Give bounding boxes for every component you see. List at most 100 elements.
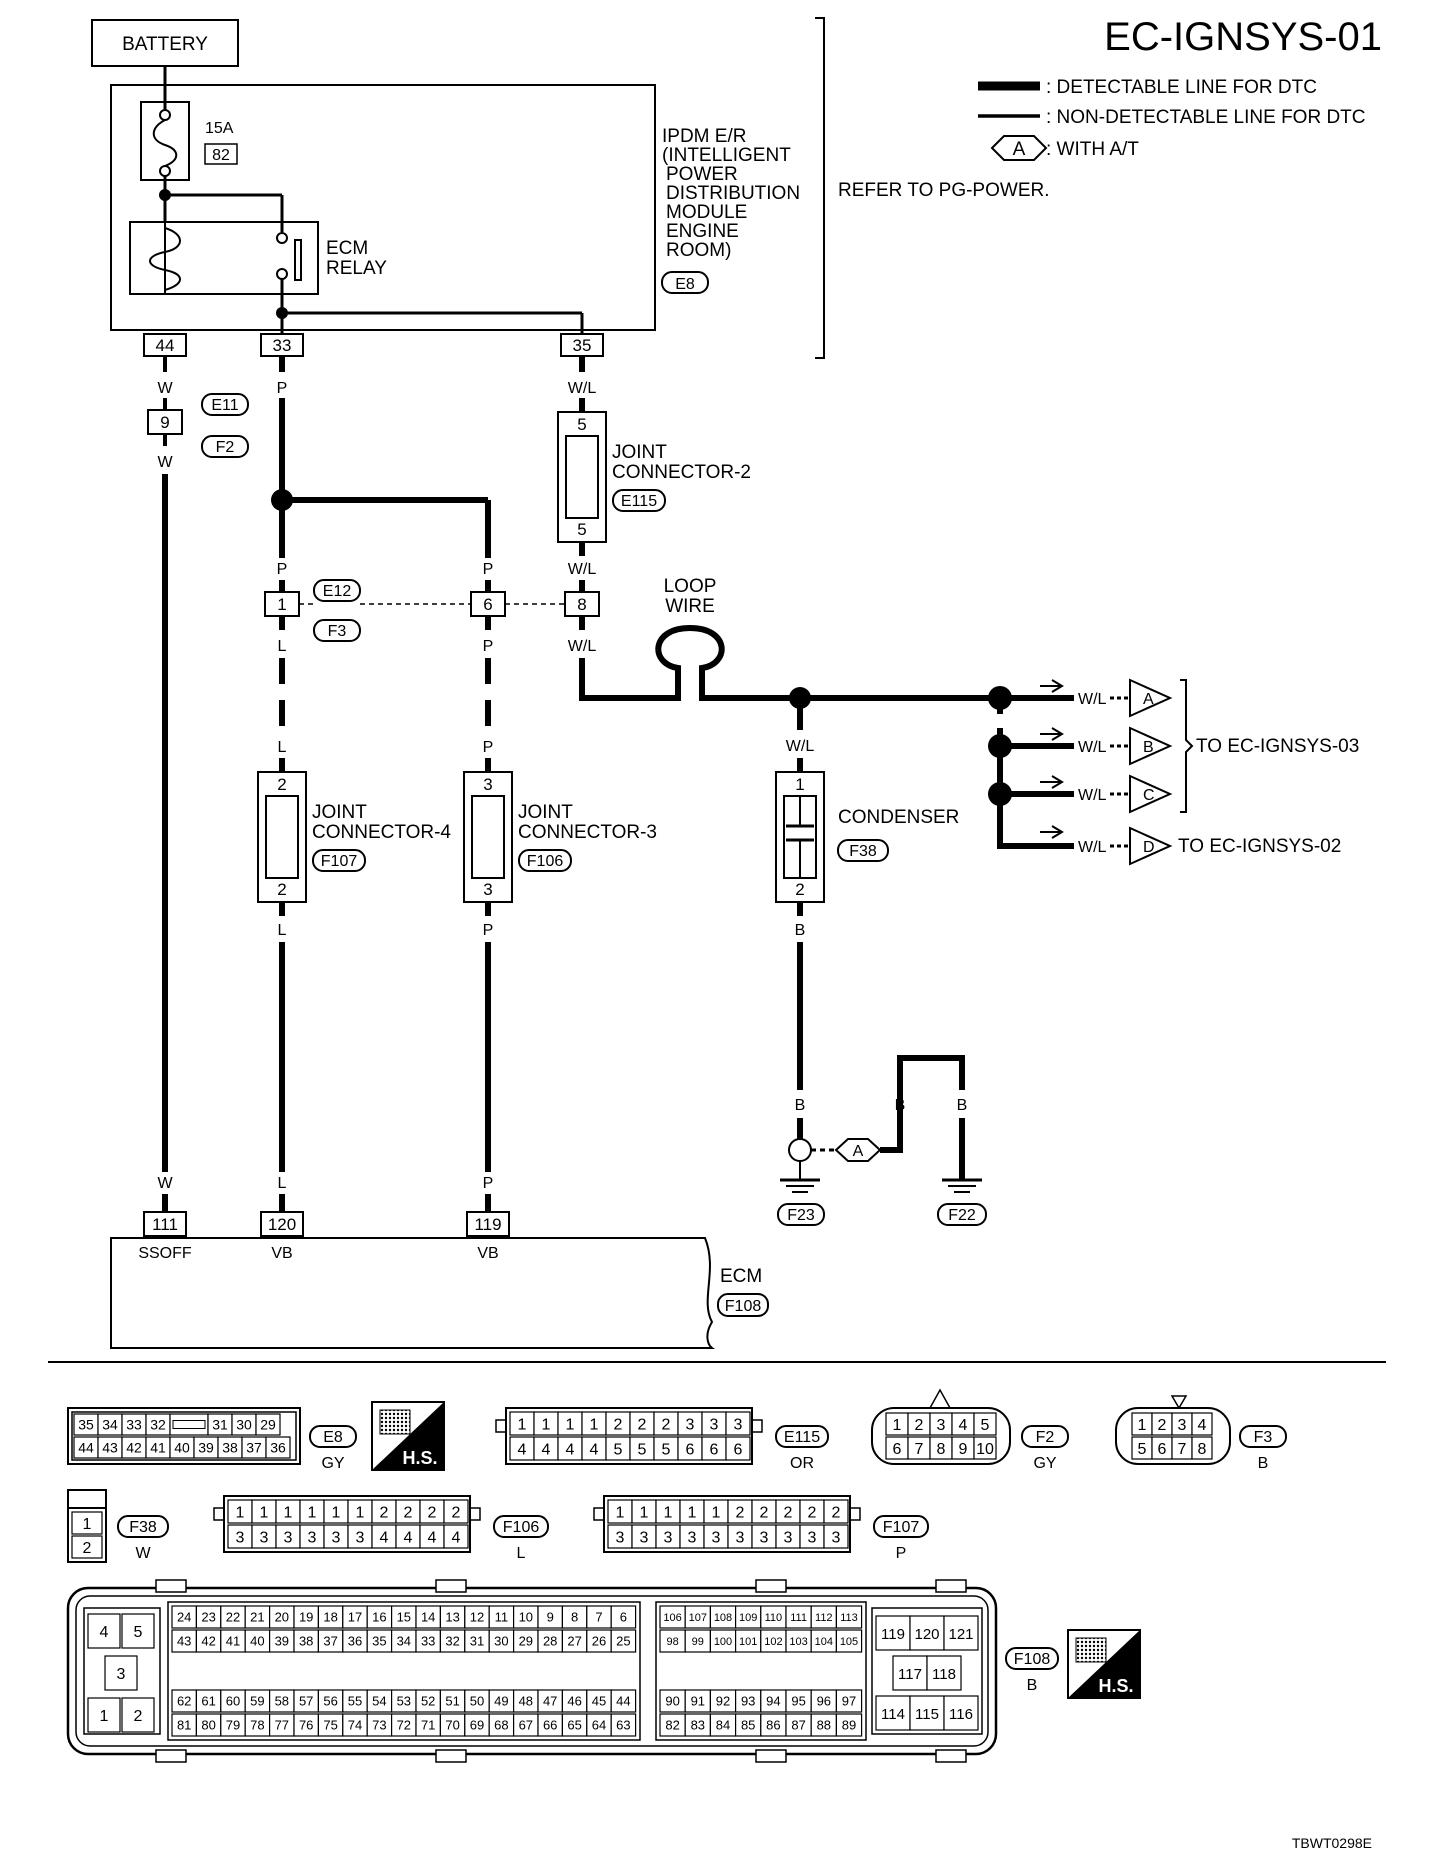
offpage-connector-c [1129, 774, 1173, 814]
pin-number: 8 [937, 1441, 946, 1458]
pin-cell [943, 1615, 979, 1651]
wire-b-4: B [957, 1097, 968, 1114]
pin-number: 4 [100, 1624, 109, 1641]
e12-pin-8: 8 [577, 595, 586, 614]
pin-number: 91 [691, 1694, 705, 1709]
pin-number: 107 [689, 1612, 707, 1624]
pin-number: 65 [567, 1718, 581, 1733]
pin-number: 2 [1158, 1417, 1167, 1434]
pin-number: 37 [246, 1440, 262, 1456]
pin-cell [610, 1629, 637, 1653]
pin-number: 4 [590, 1441, 599, 1458]
jc3-label-1: JOINT [518, 802, 573, 823]
out-letter-a: A [1143, 691, 1154, 708]
pin-cell [87, 1697, 121, 1733]
pin-number: 23 [201, 1610, 215, 1625]
pin-number: 3 [760, 1529, 769, 1546]
pin-number: 24 [177, 1610, 191, 1625]
out-wire-c: W/L [1078, 787, 1107, 804]
pin-number: 6 [710, 1441, 719, 1458]
pin-number: 72 [397, 1718, 411, 1733]
blank-slot [172, 1420, 206, 1429]
pin-number: 42 [201, 1634, 215, 1649]
pin-cell [1191, 1436, 1213, 1460]
wire-w-3: W [157, 1175, 173, 1192]
wire-w-2: W [157, 454, 173, 471]
pin-number: 2 [428, 1504, 437, 1521]
jc2-pin-top: 5 [577, 415, 586, 434]
pin-cell [71, 1511, 103, 1535]
pin-number: 44 [78, 1440, 94, 1456]
pin-number: 87 [791, 1718, 805, 1733]
pin-number: 5 [981, 1417, 990, 1434]
pin-number: 82 [665, 1718, 679, 1733]
pin-number: 6 [620, 1610, 627, 1625]
pin-number: 3 [784, 1529, 793, 1546]
condenser-pin-2: 2 [795, 880, 804, 899]
pin-number: 9 [547, 1610, 554, 1625]
pin-number: 1 [100, 1708, 109, 1725]
relay-contact-icon [294, 239, 302, 281]
pin-number: 71 [421, 1718, 435, 1733]
pin-number: 3 [616, 1529, 625, 1546]
relay-coil-icon [149, 227, 181, 291]
pin-number: 2 [736, 1504, 745, 1521]
pin-number: 2 [614, 1416, 623, 1433]
wire-wl-3: W/L [568, 638, 597, 655]
hs-icon-2: H.S. [1067, 1629, 1141, 1699]
ecm-label: ECM [720, 1266, 762, 1287]
pin-number: 99 [692, 1636, 704, 1648]
pin-number: 110 [765, 1612, 783, 1624]
pin-cell [823, 1499, 849, 1524]
pin-number: 2 [638, 1416, 647, 1433]
f108-face-label: F108 [1014, 1651, 1051, 1668]
outputs-bracket [1180, 679, 1194, 813]
pin-cell [610, 1713, 637, 1737]
wire-p-3: P [483, 561, 494, 578]
ground-f23: F23 [787, 1207, 815, 1224]
offpage-connector-a [1129, 678, 1173, 718]
pin-number: 2 [134, 1708, 143, 1725]
svg-text:H.S.: H.S. [1098, 1676, 1133, 1696]
pin-number: 36 [270, 1440, 286, 1456]
pin-number: 88 [817, 1718, 831, 1733]
pin-number: 10 [519, 1610, 533, 1625]
pin-number: 35 [372, 1634, 386, 1649]
pin-number: 37 [323, 1634, 337, 1649]
ipdm-label-3: POWER [666, 164, 738, 185]
pin-number: 20 [275, 1610, 289, 1625]
jc3-label-2: CONNECTOR-3 [518, 822, 657, 843]
pin-number: 25 [616, 1634, 630, 1649]
e115-face-label: E115 [784, 1429, 820, 1446]
pin-number: 95 [791, 1694, 805, 1709]
pin-number: 120 [914, 1626, 939, 1643]
ecm-relay-box [129, 221, 319, 295]
pin-number: 40 [250, 1634, 264, 1649]
out-letter-c: C [1143, 787, 1155, 804]
pin-number: 2 [83, 1540, 92, 1557]
pin-number: 30 [494, 1634, 508, 1649]
pin-number: 42 [126, 1440, 142, 1456]
pin-number: 2 [808, 1504, 817, 1521]
f3-face-color: B [1258, 1455, 1269, 1472]
pin-number: 18 [323, 1610, 337, 1625]
pin-cell [875, 1695, 911, 1731]
pin-number: 35 [78, 1417, 94, 1433]
pin-number: 2 [404, 1504, 413, 1521]
pin-number: 32 [150, 1417, 166, 1433]
pin-cell [610, 1689, 637, 1713]
refer-note: REFER TO PG-POWER. [838, 180, 1050, 201]
hs-icon: H.S. [371, 1401, 445, 1471]
wire-l-4: L [278, 1175, 287, 1192]
pin-number: 2 [832, 1504, 841, 1521]
pin-number: 6 [686, 1441, 695, 1458]
pin-number: 3 [236, 1529, 245, 1546]
out-wire-b: W/L [1078, 739, 1107, 756]
pin-number: 3 [736, 1529, 745, 1546]
pin-number: 6 [734, 1441, 743, 1458]
pin-cell [973, 1436, 997, 1460]
condenser-label: CONDENSER [838, 807, 959, 828]
